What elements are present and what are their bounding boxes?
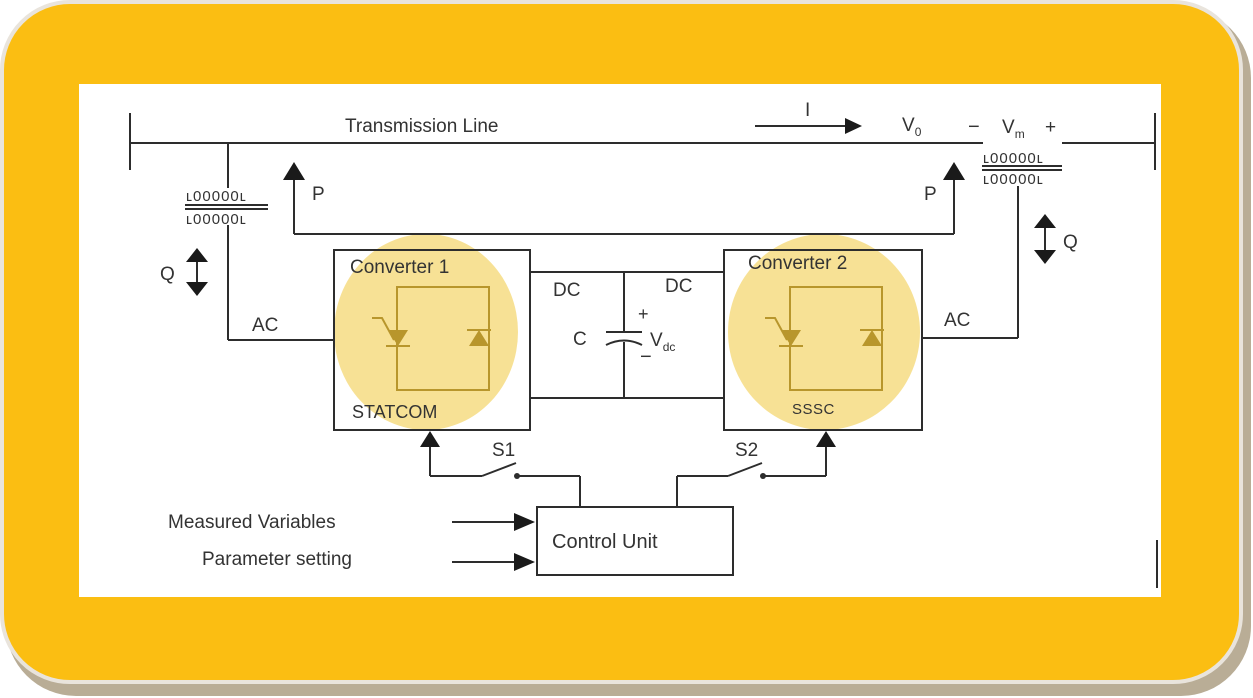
- p-left-arrow-head: [283, 162, 305, 180]
- s2-arrow-head: [816, 431, 836, 447]
- switch-s2-blade: [727, 462, 763, 477]
- vdc-label: Vdc: [650, 330, 675, 354]
- q-right-arrow-up: [1034, 214, 1056, 228]
- series-transformer-coil-bottom: ʟ00000ʟ: [983, 171, 1044, 188]
- converter1-highlight: [334, 234, 518, 430]
- current-arrow-head: [845, 118, 862, 134]
- control-unit-box: [536, 506, 734, 576]
- series-transformer-coil-top: ʟ00000ʟ: [983, 150, 1044, 167]
- shunt-transformer-coil-bottom: ʟ00000ʟ: [186, 211, 247, 228]
- voltage-vm-minus: −: [968, 116, 980, 138]
- input2-arrow-head: [514, 553, 535, 571]
- capacitor-plate-bottom: [605, 339, 643, 346]
- converter1-diode: [469, 330, 489, 346]
- control-unit-label: Control Unit: [552, 531, 658, 553]
- converter2-title: Converter 2: [748, 253, 847, 274]
- q-right-label: Q: [1063, 232, 1078, 253]
- converter1-box: [333, 249, 531, 431]
- q-right-arrow-down: [1034, 250, 1056, 264]
- converter2-diode: [862, 330, 882, 346]
- shunt-transformer-coil-top: ʟ00000ʟ: [186, 188, 247, 205]
- converter1-thyristor-gate: [372, 317, 395, 341]
- voltage-vm-plus: +: [1045, 117, 1056, 138]
- capacitor-label: C: [573, 329, 587, 350]
- ac-left-label: AC: [252, 315, 278, 336]
- converter2-highlight: [728, 234, 920, 430]
- voltage-v0: V0: [902, 115, 922, 139]
- converter1-title: Converter 1: [350, 257, 449, 278]
- converter2-box: [723, 249, 923, 431]
- ac-right-label: AC: [944, 310, 970, 331]
- p-left-label: P: [312, 184, 325, 205]
- p-right-label: P: [924, 184, 937, 205]
- q-left-arrow-up: [186, 248, 208, 262]
- transmission-line-label: Transmission Line: [345, 116, 498, 137]
- input-parameter-setting: Parameter setting: [202, 549, 352, 570]
- switch-s2-contact: [760, 473, 766, 479]
- converter2-thyristor-gate: [765, 317, 788, 341]
- converter2-type: SSSC: [792, 401, 835, 418]
- dc-right-label: DC: [665, 276, 692, 297]
- capacitor-plus: +: [638, 304, 649, 324]
- switch-s1-blade: [481, 462, 517, 477]
- converter1-thyristor: [388, 330, 408, 346]
- voltage-vm: Vm: [1002, 117, 1025, 141]
- input1-arrow-head: [514, 513, 535, 531]
- converter2-thyristor: [781, 330, 801, 346]
- capacitor-minus: −: [640, 346, 652, 368]
- s1-arrow-head: [420, 431, 440, 447]
- dc-left-label: DC: [553, 280, 580, 301]
- current-label: I: [805, 100, 810, 121]
- switch-s2-label: S2: [735, 440, 758, 461]
- switch-s1-label: S1: [492, 440, 515, 461]
- q-left-label: Q: [160, 264, 175, 285]
- converter1-type: STATCOM: [352, 402, 437, 422]
- q-left-arrow-down: [186, 282, 208, 296]
- input-measured-variables: Measured Variables: [168, 512, 336, 533]
- p-right-arrow-head: [943, 162, 965, 180]
